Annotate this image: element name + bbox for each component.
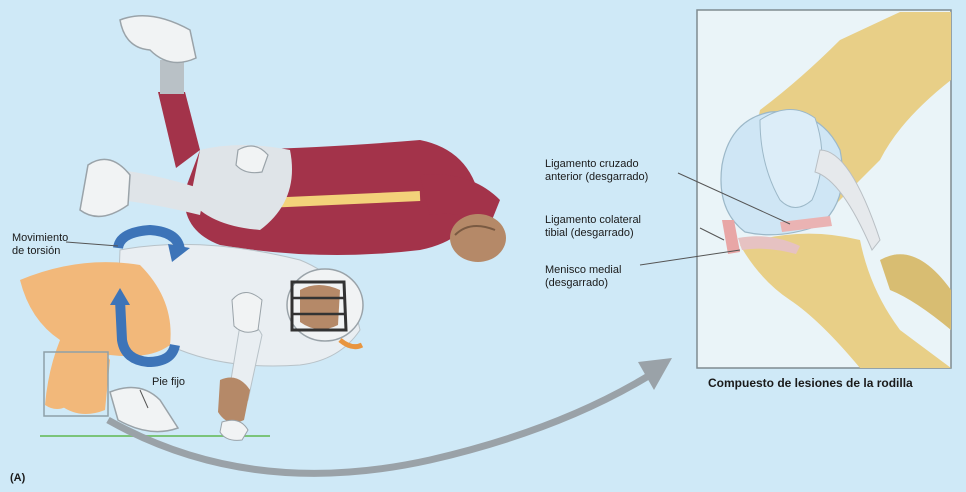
label-twisting-motion: Movimiento de torsión <box>12 232 68 258</box>
panel-letter: (A) <box>10 472 25 484</box>
label-anterior-cruciate-ligament: Ligamento cruzado anterior (desgarrado) <box>545 158 648 184</box>
knee-inset <box>697 10 951 368</box>
inset-caption: Compuesto de lesiones de la rodilla <box>708 376 913 390</box>
label-tibial-collateral-ligament: Ligamento colateral tibial (desgarrado) <box>545 214 641 240</box>
label-fixed-foot: Pie fijo <box>152 376 185 389</box>
label-medial-meniscus: Menisco medial (desgarrado) <box>545 264 621 290</box>
